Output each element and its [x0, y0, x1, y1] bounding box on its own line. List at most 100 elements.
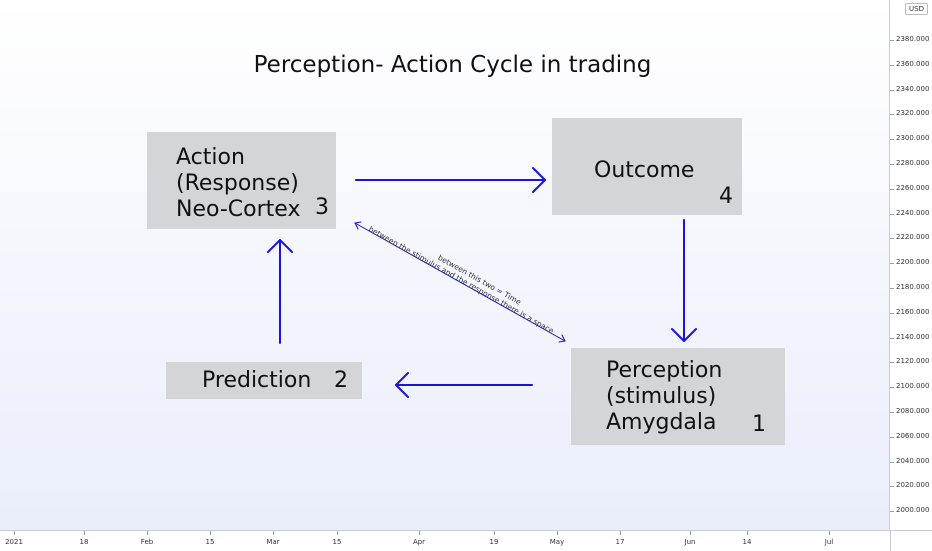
price-tick-label: 2080.000	[896, 407, 930, 415]
price-tick-mark	[890, 486, 894, 488]
price-tick-mark	[890, 40, 894, 41]
price-tick-mark	[890, 412, 894, 413]
axis-corner	[890, 530, 932, 551]
price-tick-mark	[890, 337, 894, 339]
price-tick-label: 2140.000	[896, 332, 930, 341]
time-tick-mark	[419, 531, 420, 535]
price-tick: 2380.000	[890, 35, 932, 45]
time-tick-label: Feb	[140, 538, 154, 546]
time-tick-label: 2021	[5, 538, 23, 546]
price-tick-mark	[890, 387, 894, 389]
price-tick-mark	[890, 312, 894, 314]
arrow-perception-to-prediction	[395, 372, 533, 398]
time-tick-mark	[620, 531, 621, 535]
price-tick-mark	[890, 263, 894, 265]
price-tick: 2360.000	[890, 60, 932, 70]
price-tick-mark	[890, 64, 894, 66]
prediction-number: 2	[334, 368, 348, 393]
price-tick-mark	[890, 238, 894, 240]
price-tick-label: 2000.000	[896, 506, 930, 515]
time-tick-label: 15	[332, 538, 342, 546]
price-tick: 2120.000	[890, 357, 932, 367]
price-tick-label: 2260.000	[896, 183, 930, 192]
price-tick-label: 2040.000	[896, 456, 930, 465]
outcome-box: Outcome 4	[552, 118, 742, 215]
time-tick-mark	[557, 531, 558, 535]
time-tick-label: Apr	[412, 538, 426, 546]
price-tick: 2200.000	[890, 258, 932, 268]
price-tick: 2160.000	[890, 308, 932, 318]
time-tick-label: Mar	[266, 538, 280, 546]
action-number: 3	[315, 195, 329, 220]
time-annotation: between this two = Time	[436, 253, 523, 307]
arrow-outcome-to-perception	[671, 219, 697, 342]
price-tick: 2340.000	[890, 85, 932, 95]
price-tick: 2060.000	[890, 432, 932, 442]
time-tick-mark	[14, 531, 15, 535]
time-tick-mark	[210, 531, 211, 535]
price-tick: 2140.000	[890, 333, 932, 343]
time-tick-mark	[747, 531, 748, 535]
time-tick-label: May	[549, 538, 565, 546]
perception-number: 1	[752, 412, 766, 437]
time-tick-mark	[84, 531, 85, 535]
outcome-number: 4	[719, 184, 733, 209]
price-tick-label: 2240.000	[896, 208, 930, 217]
diagram-title: Perception- Action Cycle in trading	[253, 52, 652, 78]
price-tick-mark	[890, 461, 894, 463]
price-tick: 2040.000	[890, 457, 932, 467]
price-tick-label: 2180.000	[896, 283, 930, 291]
price-tick: 2180.000	[890, 283, 932, 293]
currency-badge[interactable]: USD	[905, 3, 928, 15]
time-tick-mark	[147, 531, 148, 535]
time-tick-label: 14	[742, 538, 752, 546]
time-tick-mark	[273, 531, 274, 535]
price-tick: 2100.000	[890, 382, 932, 392]
time-tick-label: Jun	[684, 538, 696, 546]
price-tick: 2240.000	[890, 209, 932, 219]
price-tick-label: 2380.000	[896, 35, 930, 43]
arrow-prediction-to-action	[267, 239, 293, 344]
price-tick-mark	[890, 188, 894, 190]
price-tick-label: 2160.000	[896, 307, 930, 316]
price-tick: 2260.000	[890, 184, 932, 194]
time-tick-mark	[494, 531, 495, 535]
arrows-layer: between this two = Time between the stim…	[267, 167, 697, 398]
price-tick-mark	[890, 114, 894, 116]
outcome-label: Outcome	[594, 158, 695, 183]
time-tick-mark	[690, 531, 691, 535]
time-tick-label: Jul	[824, 538, 834, 546]
price-tick: 2220.000	[890, 233, 932, 243]
price-tick-label: 2280.000	[896, 159, 930, 167]
price-tick: 2080.000	[890, 407, 932, 417]
prediction-label: Prediction	[202, 368, 312, 393]
price-tick-label: 2320.000	[896, 109, 930, 118]
price-tick-mark	[890, 511, 894, 513]
price-tick-mark	[890, 436, 894, 438]
price-tick-mark	[890, 288, 894, 289]
action-box: Action (Response) Neo-Cortex 3	[147, 132, 336, 229]
time-tick-label: 17	[615, 538, 625, 546]
price-tick-mark	[890, 362, 894, 364]
price-tick-label: 2340.000	[896, 84, 930, 93]
time-tick-mark	[829, 531, 830, 535]
price-tick-label: 2300.000	[896, 134, 930, 143]
price-tick-mark	[890, 213, 894, 215]
price-tick-label: 2020.000	[896, 481, 930, 490]
price-tick-mark	[890, 164, 894, 165]
arrow-action-to-outcome	[355, 167, 546, 193]
price-tick-label: 2360.000	[896, 59, 930, 68]
price-tick-label: 2060.000	[896, 431, 930, 440]
time-tick-label: 19	[489, 538, 499, 546]
price-tick: 2000.000	[890, 506, 932, 516]
time-tick-label: 15	[205, 538, 215, 546]
price-tick-label: 2200.000	[896, 258, 930, 267]
price-axis[interactable]: USD 2380.000 2360.000 2340.000 2320.000 2300…	[889, 0, 932, 530]
price-tick: 2300.000	[890, 134, 932, 144]
price-tick: 2280.000	[890, 159, 932, 169]
price-tick-label: 2220.000	[896, 233, 930, 242]
price-tick-mark	[890, 139, 894, 141]
perception-label: Perception (stimulus) Amygdala	[606, 358, 723, 435]
